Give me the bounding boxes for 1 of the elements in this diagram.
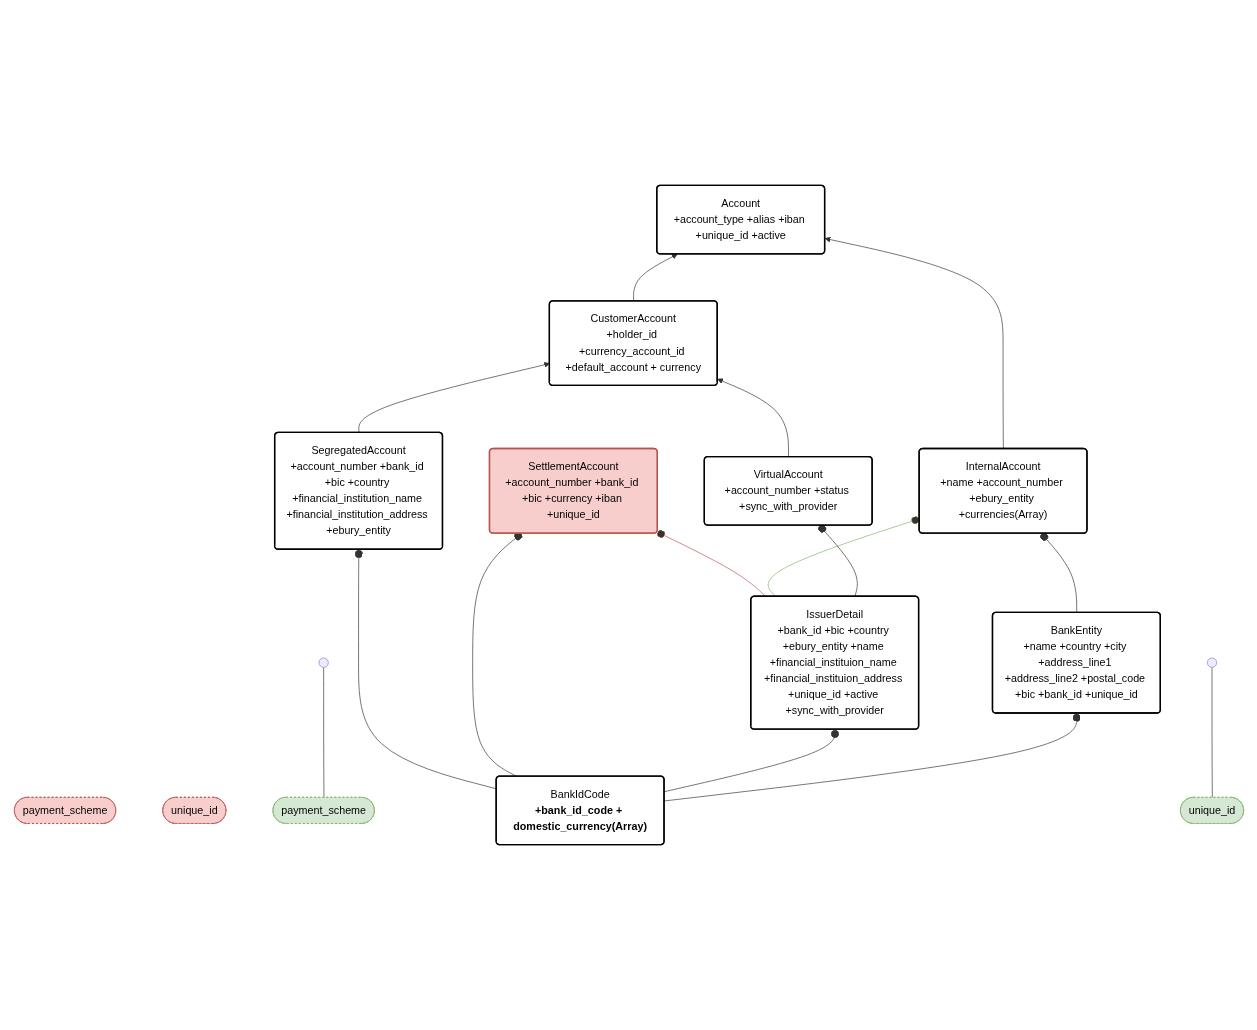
connector xyxy=(322,667,324,798)
